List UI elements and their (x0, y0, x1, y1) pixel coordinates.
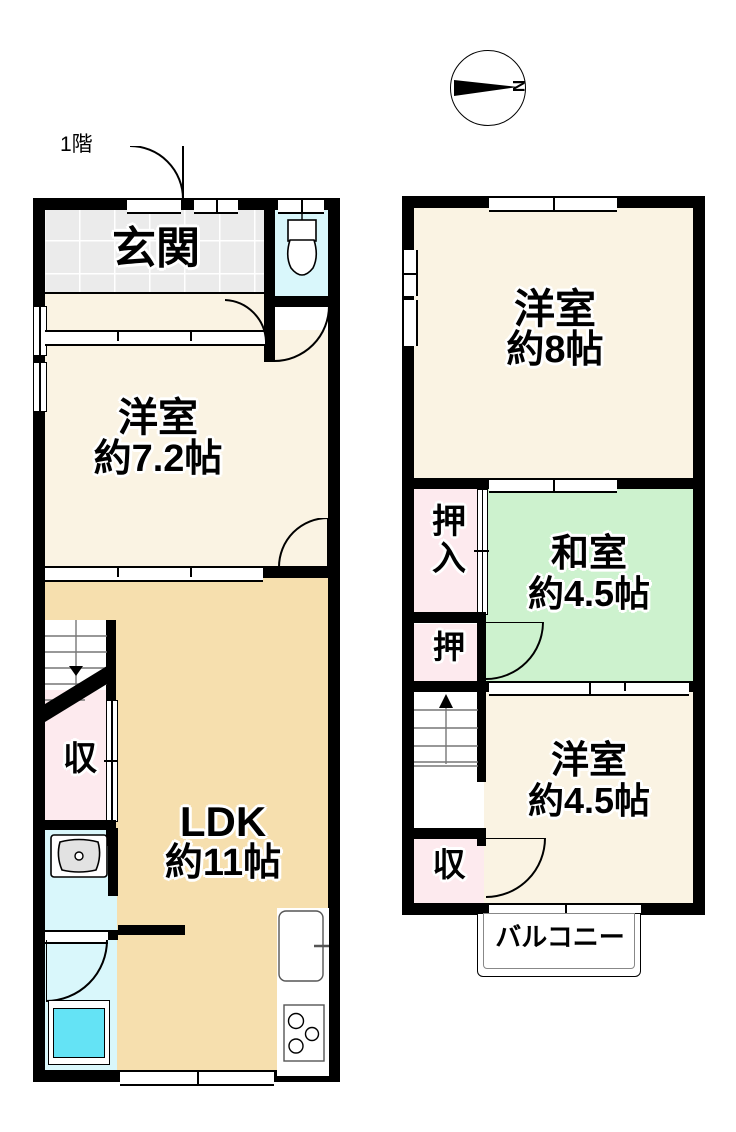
door-tick-3 (117, 567, 119, 577)
wall-1f-top (33, 198, 340, 210)
wall-oshi-right (477, 618, 486, 684)
oshiire-door-tick (474, 550, 489, 552)
wall-stair2f-closet-divider (402, 828, 486, 839)
wall-genkan-toilet (264, 198, 275, 298)
stairs-down-icon (45, 620, 107, 722)
wall-closet2f-right (477, 834, 486, 846)
oshi-door-swing-icon (486, 622, 544, 680)
wall-ldk-partition (118, 925, 185, 935)
compass-needle-icon (454, 80, 518, 96)
bath-door-swing-icon (46, 940, 108, 1002)
genkan-tile-pattern (45, 208, 267, 294)
wall-2f-right (693, 196, 705, 915)
sliding-door-room72-ldk (45, 566, 263, 582)
wall-2f-left (402, 196, 414, 915)
window-2f-left-lower (402, 300, 418, 346)
bathtub-inner (53, 1008, 105, 1058)
door-tick-4 (190, 567, 192, 577)
closet-2f (414, 838, 484, 904)
room-yoshitsu-45 (484, 692, 694, 904)
wall-1f-right (328, 198, 340, 1082)
oshiire-sliding-door (477, 489, 488, 615)
window-2f-left-upper (402, 250, 418, 296)
gas-stove-icon (283, 1004, 325, 1062)
balcony-inner-edge (483, 913, 635, 969)
window-washitsu-bottom (489, 681, 689, 696)
toilet-bowl-icon (286, 212, 318, 276)
closet-door-tick (104, 760, 118, 762)
door-tick-1 (117, 331, 119, 341)
wall-hall-right-upper (264, 306, 275, 362)
closet-oshi-lower (414, 624, 484, 682)
wall-closet-1f-bottom (33, 820, 116, 830)
window-2f-top (489, 196, 617, 212)
window-ldk-bottom (120, 1070, 274, 1086)
toilet-door-swing-icon (274, 306, 330, 362)
stair-opening-dashed-line (484, 698, 486, 780)
wall-stair-right (106, 620, 116, 704)
closet-oshiire-upper (414, 488, 484, 614)
entrance-door-opening (127, 198, 181, 214)
sliding-door-genkan-to-room (45, 330, 265, 346)
wall-stair2f-right-upper (477, 692, 486, 782)
wall-toilet-bottom (264, 296, 329, 306)
window-1f-left-lower (33, 362, 47, 412)
window-1f-top (194, 198, 238, 214)
kitchen-sink-icon (278, 910, 329, 982)
balcony (477, 913, 641, 977)
window-toilet-top (278, 198, 324, 214)
room45-door-swing-icon (486, 838, 546, 898)
room-yoshitsu-8 (414, 208, 694, 480)
wall-oshiire-divider (402, 612, 486, 623)
wash-basin-icon (50, 834, 108, 878)
washitsu-window-tick (624, 682, 626, 691)
window-room8-bottom (489, 478, 617, 493)
genkan-step-edge (45, 292, 265, 294)
stairs-up-icon (414, 694, 478, 767)
room72-door-swing-icon (278, 518, 329, 568)
floor-label-1f: 1階 (60, 133, 93, 156)
hall-door-swing-icon (225, 298, 267, 342)
wall-washroom-right (108, 828, 118, 896)
room-washitsu-45 (484, 488, 694, 682)
door-tick-2 (190, 331, 192, 341)
entrance-door-swing-icon (129, 146, 184, 200)
bath-door-opening (45, 930, 108, 944)
compass-north-label: N (509, 79, 529, 93)
wall-1f-left (33, 198, 45, 1082)
stairwell-2f (414, 692, 484, 828)
